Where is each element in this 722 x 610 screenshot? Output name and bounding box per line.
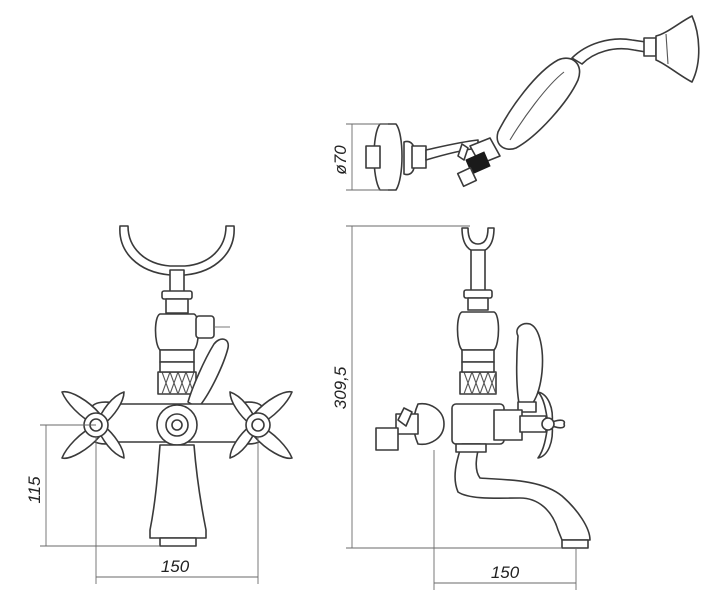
side-diverter-lever xyxy=(515,322,544,409)
side-height-dimension: 309,5 xyxy=(331,225,562,549)
side-knurl-pattern xyxy=(463,371,497,395)
front-left-handle xyxy=(61,390,125,460)
front-view xyxy=(61,225,293,547)
swivel-joint xyxy=(456,137,501,188)
wall-holder-stub xyxy=(365,145,381,169)
side-handle xyxy=(519,391,566,459)
side-body-barrel xyxy=(456,311,500,351)
front-body-ring xyxy=(159,349,195,363)
shower-head xyxy=(655,15,700,83)
side-width-label: 150 xyxy=(491,563,520,582)
front-body-lower xyxy=(159,361,195,373)
front-diverter-stub xyxy=(195,315,215,339)
front-right-handle xyxy=(229,390,293,460)
front-width-label: 150 xyxy=(161,557,190,576)
shower-diameter-dimension: ø70 xyxy=(331,123,388,191)
side-inlet-nut xyxy=(375,427,399,451)
side-holder-hook xyxy=(461,227,495,253)
shower-hose xyxy=(425,139,479,161)
front-holder-stem xyxy=(169,269,185,293)
front-knurl-pattern xyxy=(161,371,195,395)
shower-handle xyxy=(496,57,581,150)
side-width-dimension: 150 xyxy=(433,450,577,590)
wall-holder-disc xyxy=(373,123,403,191)
side-spout-aerator xyxy=(561,539,589,549)
side-spout xyxy=(454,443,591,541)
hand-shower xyxy=(365,15,700,191)
front-spout xyxy=(149,444,207,539)
side-view xyxy=(375,227,591,549)
shower-diameter-label: ø70 xyxy=(331,145,350,175)
front-spout-aerator xyxy=(159,537,197,547)
front-holder-cradle xyxy=(119,225,235,276)
front-diverter-lever xyxy=(187,338,230,409)
front-height-label: 115 xyxy=(25,476,44,504)
side-height-label: 309,5 xyxy=(331,366,350,409)
side-body-ring xyxy=(461,349,495,363)
shower-neck xyxy=(571,38,647,65)
front-width-dimension: 150 xyxy=(95,437,259,584)
side-holder-stem xyxy=(470,249,486,293)
side-body-neck xyxy=(467,297,489,311)
front-body-neck xyxy=(165,298,189,314)
side-holder-collar xyxy=(463,289,493,299)
front-height-dimension: 115 xyxy=(25,424,160,547)
front-holder-collar xyxy=(161,290,193,300)
front-body-barrel xyxy=(154,313,200,351)
